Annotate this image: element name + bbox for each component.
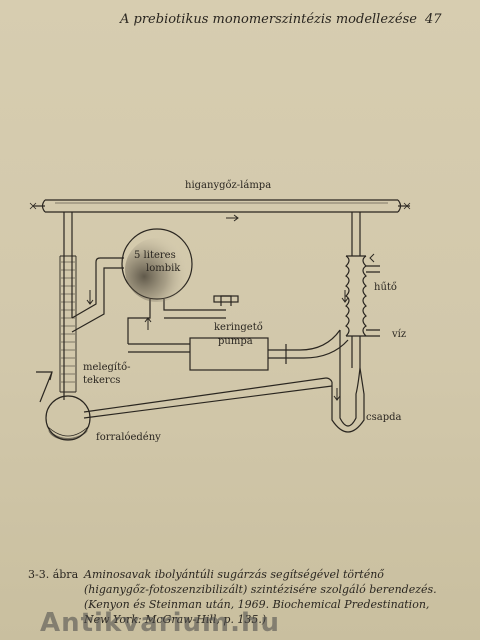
cooler-label: hűtő: [374, 282, 397, 293]
watermark: Antikvarium.hu: [40, 608, 280, 638]
flow-arrows: [86, 214, 375, 401]
condenser-cooler: [345, 212, 380, 368]
circulation-pump: [128, 295, 349, 371]
caption-number: 3-3. ábra: [28, 568, 79, 581]
caption-text: Aminosavak ibolyántúli sugárzás segítség…: [84, 568, 437, 626]
pump-label-line2: pumpa: [218, 336, 253, 347]
flask-shading: [125, 238, 189, 302]
running-title: A prebiotikus monomerszintézis modellezé…: [120, 12, 417, 27]
flask-label-line2: lombik: [146, 263, 181, 274]
boiler-liquid: [48, 430, 88, 440]
running-header: A prebiotikus monomerszintézis modellezé…: [120, 12, 442, 27]
water-label: víz: [391, 329, 406, 340]
figure-caption: 3-3. ábra Aminosavak ibolyántúli sugárzá…: [28, 567, 448, 627]
boiler-label: forralóedény: [96, 432, 161, 443]
heater-coil: [59, 212, 124, 400]
return-tube: [83, 377, 327, 413]
mercury-lamp: [29, 199, 411, 213]
pump-label-line1: keringető: [214, 322, 263, 333]
trap-label: csapda: [366, 412, 401, 423]
boiling-flask: [36, 371, 91, 441]
lamp-label: higanygőz-lámpa: [185, 180, 271, 191]
flask-label-line1: 5 literes: [134, 250, 176, 261]
heater-label-line2: tekercs: [83, 375, 120, 386]
collection-trap: [325, 330, 365, 433]
heater-label-line1: melegítő-: [83, 362, 131, 373]
page-number: 47: [424, 12, 442, 27]
